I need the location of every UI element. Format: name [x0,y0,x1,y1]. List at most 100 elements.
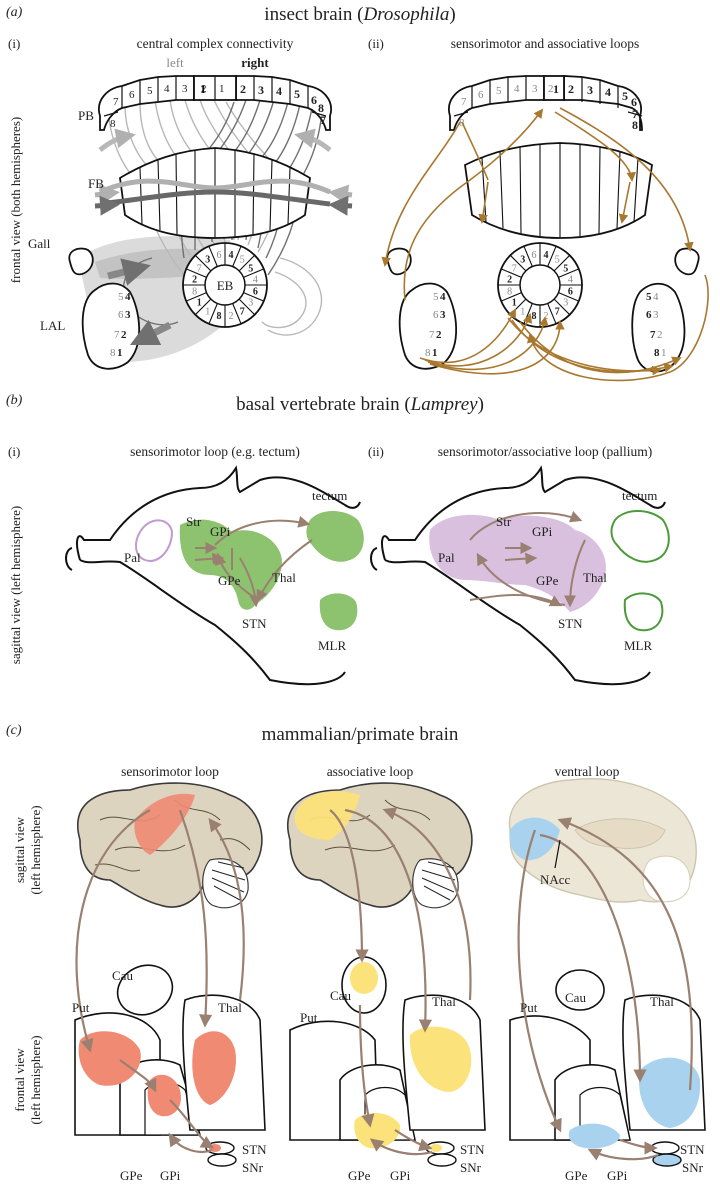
snr-2 [427,1153,457,1167]
pal-i [135,519,174,562]
eb-segment-number: 1 [205,306,210,317]
eb-spoke [547,245,557,267]
thal-yellow-2 [409,1026,472,1092]
svg-text:8: 8 [425,347,431,359]
eb-segment-number: 3 [520,255,525,266]
green-i-mlr [319,593,358,631]
mammal-brain-ventral: NAcc Cau Thal Put GPe GPi STN SNr [508,778,706,1183]
lal-i-arrow-out [129,319,172,346]
svg-text:7: 7 [429,329,435,341]
lamprey-ii: Pal Str GPi GPe Thal STN tectum MLR [370,465,670,686]
cx-ii: 8 7 6 5 4 3 2 1 2 3 4 5 6 7 8 [381,75,709,382]
gpe-2-label: GPe [348,1168,371,1183]
thal-3-label: Thal [650,994,674,1009]
eb-segment-number: 7 [197,263,202,274]
svg-text:1: 1 [117,347,123,359]
eb-spoke [509,254,527,272]
panel-b-sub-i: (i) [8,444,20,459]
lamprey-i-stn: STN [242,616,267,631]
eb-segment-number: 1 [197,298,202,309]
eb-segment-number: 4 [568,274,573,285]
svg-text:2: 2 [548,83,554,95]
gpe-1-label: GPe [120,1168,143,1183]
eb-spoke [558,268,580,278]
svg-text:3: 3 [587,83,593,97]
svg-text:2: 2 [436,329,442,341]
eb-segment-number: 8 [507,287,512,298]
thal-red-1 [192,1031,236,1105]
svg-text:6: 6 [118,309,124,321]
gpi-2-label: GPi [390,1168,411,1183]
stn-1-label: STN [242,1142,267,1157]
eb-segment-number: 2 [192,274,197,285]
panel-a-sub-i: (i) [8,36,20,51]
eb-segment-number: 5 [240,255,245,266]
svg-text:3: 3 [182,83,188,95]
green-i-tectum [306,511,364,562]
eb-spoke [547,303,557,325]
svg-text:8: 8 [110,347,116,359]
svg-text:2: 2 [121,329,127,341]
snr-3-label: SNr [682,1160,704,1175]
fb-i [94,147,353,239]
snr-2-label: SNr [460,1160,482,1175]
svg-text:8: 8 [318,101,324,115]
lamprey-ii-stn: STN [558,616,583,631]
gall-i-label: Gall [28,236,51,251]
put-3-label: Put [520,1000,538,1015]
panel-c-heading-3: ventral loop [555,764,620,779]
lamprey-i-thal: Thal [272,570,296,585]
fb-i-label: FB [88,176,104,191]
ventral-blue-cortex [509,817,560,861]
svg-text:6: 6 [129,89,135,101]
eb-spoke [208,245,218,267]
panel-b-side-label: sagittal view (left hemisphere) [8,506,23,664]
cau-3-label: Cau [565,990,586,1005]
svg-text:7: 7 [650,329,656,341]
svg-text:6: 6 [631,95,637,109]
eb-spoke [238,254,256,272]
eb-segment-number: 6 [253,287,258,298]
eb-spoke [553,254,571,272]
gall-i [68,247,94,276]
eb-segment-number: 8 [531,311,536,322]
eb-segment-number: 5 [555,255,560,266]
eb-segment-number: 3 [563,298,568,309]
gpi-3-label: GPi [607,1168,628,1183]
svg-text:5: 5 [433,291,439,303]
svg-text:4: 4 [514,83,520,95]
eb-spoke [243,268,265,278]
pb-left-label: left [166,55,184,70]
eb-segment-number: 5 [563,263,568,274]
eb-spoke [500,292,522,302]
gold-loops [381,107,709,382]
eb-spoke [232,245,242,267]
mammal-brain-associative: Cau Thal Put GPe GPi STN SNr [287,782,486,1183]
lamprey-ii-pal: Pal [438,550,455,565]
put-red-1 [78,1031,141,1086]
svg-text:1: 1 [219,83,225,95]
panel-c-heading-1: sensorimotor loop [121,764,219,779]
eb-segment-number: 1 [512,298,517,309]
gp-blue-3 [568,1123,620,1149]
panel-a: (a) insect brain (Drosophila) (i) centra… [6,4,709,382]
mammal-brain-sensorimotor: Cau Thal Put GPe GPi STN SNr [72,782,267,1183]
svg-text:4: 4 [653,291,659,303]
svg-text:3: 3 [258,83,264,97]
panel-c-letter: (c) [6,723,22,738]
panel-a-letter: (a) [6,5,23,20]
svg-text:5: 5 [496,85,502,97]
panel-b: (b) basal vertebrate brain (Lamprey) (i)… [6,393,670,686]
svg-text:1: 1 [553,82,559,96]
nacc-label: NAcc [540,872,571,887]
gpi-1-label: GPi [160,1168,181,1183]
pb-i: 8 7 6 5 4 3 2 1 1 2 3 4 5 6 7 8 [98,75,332,131]
pb-i-input-arrow-right [294,128,332,152]
cau-1 [116,964,174,1016]
svg-text:5: 5 [294,87,300,101]
panel-c-side-2b: (left hemisphere) [28,1035,43,1124]
svg-text:2: 2 [201,83,207,95]
